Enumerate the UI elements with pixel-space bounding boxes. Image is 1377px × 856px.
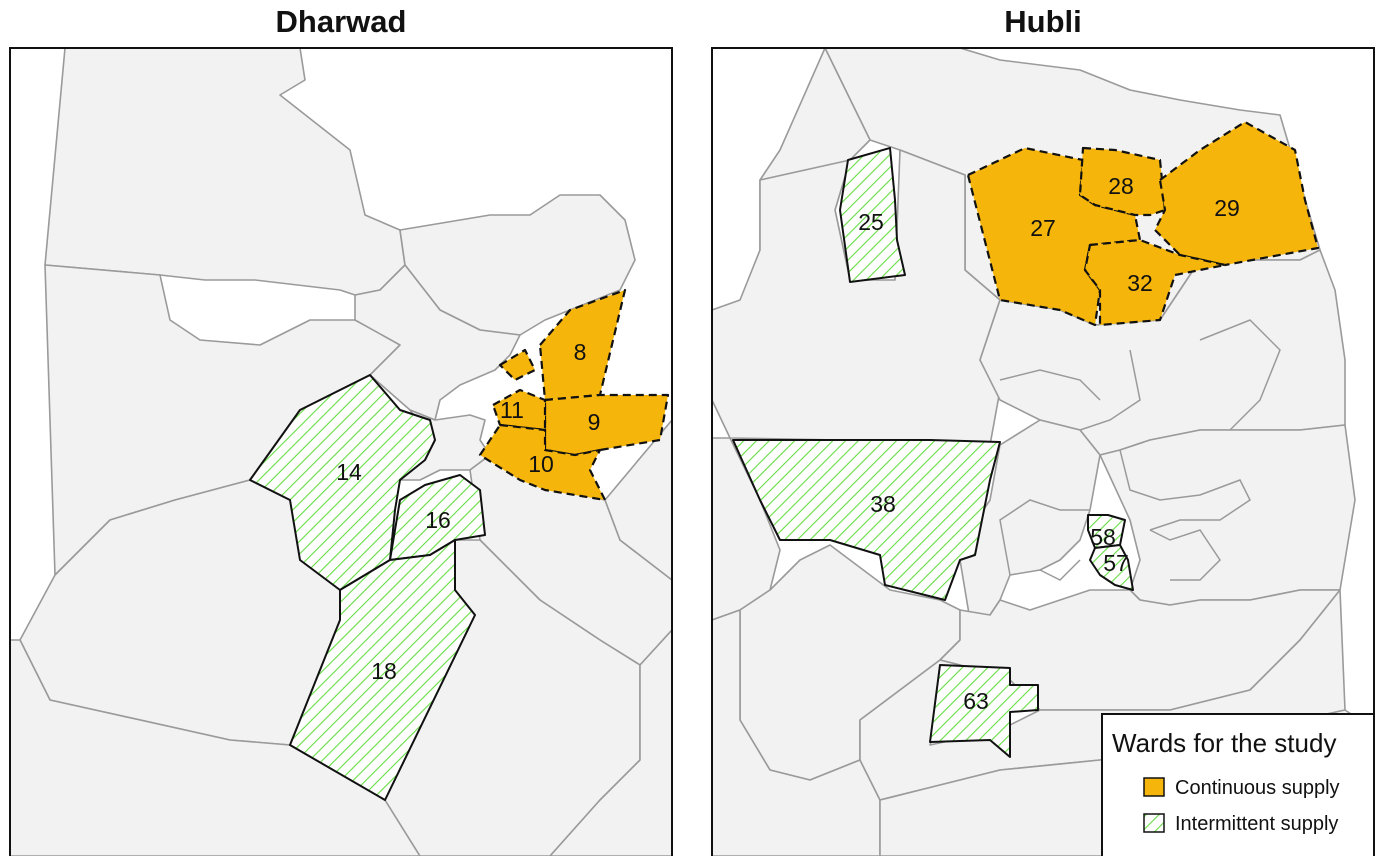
ward-label: 11 xyxy=(500,397,524,423)
hubli-panel-title: Hubli xyxy=(1004,4,1082,39)
hubli-ward xyxy=(712,609,881,856)
hubli-ward-labels: 27 28 29 32 25 38 57 58 63 xyxy=(858,173,1240,714)
legend: Wards for the study Continuous supply In… xyxy=(1101,713,1375,856)
ward-label: 18 xyxy=(371,658,397,684)
dharwad-ward-8 xyxy=(538,288,627,402)
ward-label: 57 xyxy=(1103,550,1129,576)
hubli-map-frame xyxy=(711,47,1375,856)
ward-label: 8 xyxy=(574,339,587,365)
hubli-ward-38 xyxy=(732,439,1001,601)
dharwad-panel-title: Dharwad xyxy=(275,4,407,39)
dharwad-map xyxy=(10,48,672,856)
dharwad-ward-labels: 8 9 10 11 14 16 18 xyxy=(336,339,600,684)
ward-label: 25 xyxy=(858,209,884,235)
hubli-inner-streets xyxy=(999,319,1281,581)
dharwad-ward xyxy=(549,629,672,856)
ward-label: 63 xyxy=(963,688,989,714)
legend-swatch-continuous xyxy=(1143,777,1165,797)
dharwad-ward-18 xyxy=(289,539,476,801)
ward-label: 32 xyxy=(1127,270,1153,296)
legend-label-continuous: Continuous supply xyxy=(1175,777,1340,799)
dharwad-background-wards xyxy=(10,48,672,856)
legend-swatch-intermittent xyxy=(1143,813,1165,833)
ward-label: 58 xyxy=(1090,524,1116,550)
ward-label: 14 xyxy=(336,459,362,485)
dharwad-ward-8-fragment xyxy=(498,348,537,382)
ward-label: 28 xyxy=(1108,173,1134,199)
dharwad-ward-14 xyxy=(249,374,436,591)
ward-label: 10 xyxy=(528,451,554,477)
ward-label: 27 xyxy=(1030,215,1056,241)
dharwad-ward xyxy=(604,419,672,581)
hubli-ward-29 xyxy=(1153,120,1320,267)
hubli-ward-25 xyxy=(839,147,906,283)
dharwad-ward-11 xyxy=(491,388,547,432)
hubli-ward-28 xyxy=(1078,146,1167,217)
hubli-ward-63 xyxy=(929,664,1039,758)
hubli-ward-32 xyxy=(1083,238,1227,327)
ward-label: 29 xyxy=(1214,195,1240,221)
legend-label-intermittent: Intermittent supply xyxy=(1175,813,1338,835)
dharwad-ward-10 xyxy=(478,423,607,502)
ward-label: 9 xyxy=(588,409,601,435)
dharwad-map-frame xyxy=(9,47,673,856)
ward-label: 38 xyxy=(870,491,896,517)
legend-title: Wards for the study xyxy=(1112,728,1336,758)
ward-label: 16 xyxy=(425,507,451,533)
dharwad-ward xyxy=(44,48,406,296)
hubli-ward-57 xyxy=(1089,544,1134,591)
hubli-map xyxy=(712,48,1361,856)
